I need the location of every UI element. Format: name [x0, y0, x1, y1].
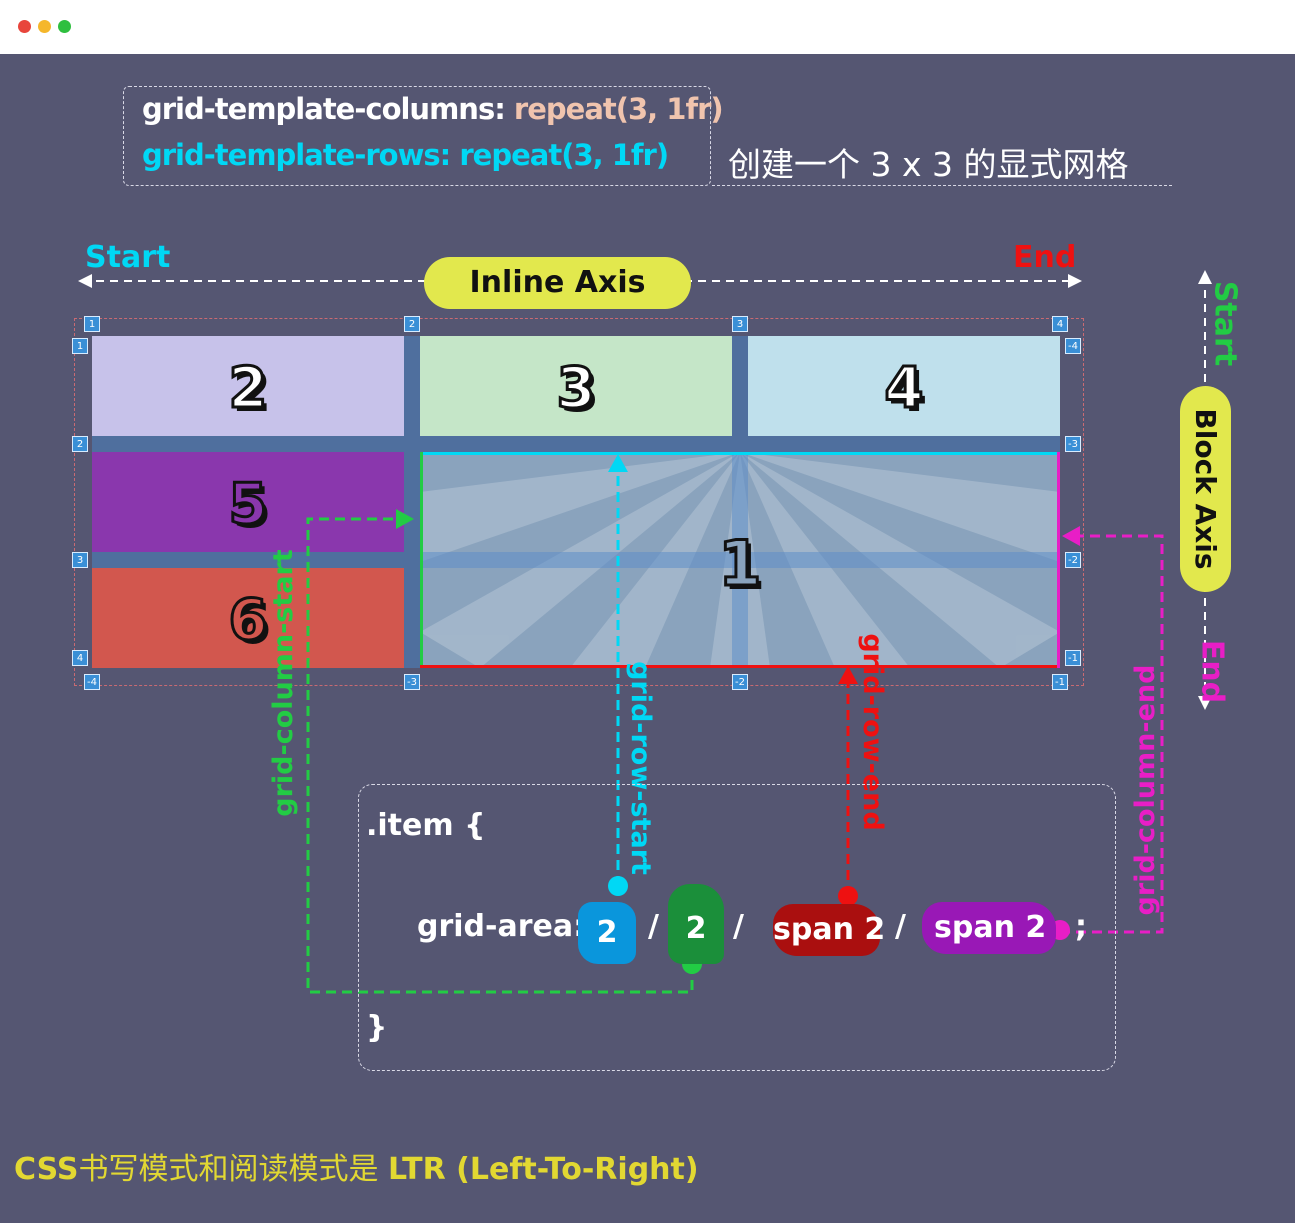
- footer-ltr: LTR (Left-To-Right): [388, 1152, 699, 1187]
- inline-axis-arrow: [78, 274, 1082, 288]
- grid-cell-4: [748, 336, 1060, 436]
- footer-css: CSS: [14, 1152, 79, 1187]
- window-titlebar: [0, 0, 1295, 55]
- item-1-label: 1: [717, 526, 763, 602]
- cell-6-label: 6: [227, 587, 269, 655]
- cell-5-label: 5: [227, 471, 269, 539]
- footer-text: 书写模式和阅读模式是: [78, 1152, 388, 1187]
- column-end-value: span 2: [922, 902, 1056, 954]
- cell-4-label: 4: [883, 355, 925, 423]
- footer-note: CSS书写模式和阅读模式是 LTR (Left-To-Right): [14, 1144, 699, 1188]
- grid-cell-3: [420, 336, 732, 436]
- column-line-bottom--2: -2: [732, 674, 748, 690]
- column-line-bottom--1: -1: [1052, 674, 1068, 690]
- separator-3: /: [895, 909, 906, 944]
- cell-3-label: 3: [555, 355, 597, 423]
- inline-end-label: End: [1013, 240, 1077, 275]
- note-underline: [712, 185, 1172, 186]
- item-code-box: [358, 784, 1116, 1071]
- column-start-value: 2: [668, 884, 724, 964]
- inline-start-label: Start: [85, 240, 171, 275]
- grid-cell-5: [92, 452, 404, 552]
- row-end-edge: [420, 665, 1060, 668]
- rows-value: repeat(3, 1fr): [459, 138, 669, 172]
- grid-item-1: [420, 452, 1060, 668]
- column-line-top-2: 2: [404, 316, 420, 332]
- column-line-top-1: 1: [84, 316, 100, 332]
- explicit-grid-note: 创建一个 3 x 3 的显式网格: [728, 145, 1129, 184]
- row-line-left-2: 2: [72, 436, 88, 452]
- row-line-left-1: 1: [72, 338, 88, 354]
- row-line-left-4: 4: [72, 650, 88, 666]
- column-end-edge: [1057, 452, 1060, 668]
- grid-container-outline: [74, 318, 1084, 686]
- row-end-value: span 2: [773, 904, 885, 956]
- rows-property: grid-template-rows:: [142, 138, 451, 172]
- block-axis-pill: [1180, 386, 1231, 592]
- row-line-left-3: 3: [72, 552, 88, 568]
- grid-cell-6: [92, 568, 404, 668]
- columns-value: repeat(3, 1fr): [513, 92, 724, 126]
- close-window-button[interactable]: [18, 20, 31, 33]
- annotation-arrows: [306, 454, 1164, 994]
- column-line-top-4: 4: [1052, 316, 1068, 332]
- grid-cell-2: [92, 336, 404, 436]
- minimize-window-button[interactable]: [38, 20, 51, 33]
- column-line-bottom--4: -4: [84, 674, 100, 690]
- row-line-right--1: -1: [1065, 650, 1081, 666]
- column-start-edge: [420, 452, 423, 668]
- inline-axis-pill: Inline Axis: [424, 257, 691, 309]
- diagram-canvas: grid-template-columns: repeat(3, 1fr) gr…: [0, 54, 1295, 1223]
- semicolon: ;: [1075, 909, 1087, 944]
- column-line-top-3: 3: [732, 316, 748, 332]
- separator-1: /: [648, 909, 659, 944]
- closing-brace: }: [366, 1010, 388, 1045]
- row-line-right--4: -4: [1065, 338, 1081, 354]
- grid-column-start-label: grid-column-start: [268, 549, 299, 817]
- maximize-window-button[interactable]: [58, 20, 71, 33]
- row-line-right--3: -3: [1065, 436, 1081, 452]
- grid-area-property: grid-area:: [417, 909, 586, 944]
- separator-2: /: [733, 909, 744, 944]
- cell-2-label: 2: [227, 355, 269, 423]
- columns-property: grid-template-columns:: [142, 92, 506, 126]
- row-start-edge: [420, 452, 1060, 455]
- item-selector: .item {: [366, 808, 486, 843]
- grid-column-end-label: grid-column-end: [1130, 664, 1161, 916]
- column-line-bottom--3: -3: [404, 674, 420, 690]
- template-code-box: [123, 86, 711, 186]
- row-line-right--2: -2: [1065, 552, 1081, 568]
- row-start-value: 2: [578, 902, 636, 964]
